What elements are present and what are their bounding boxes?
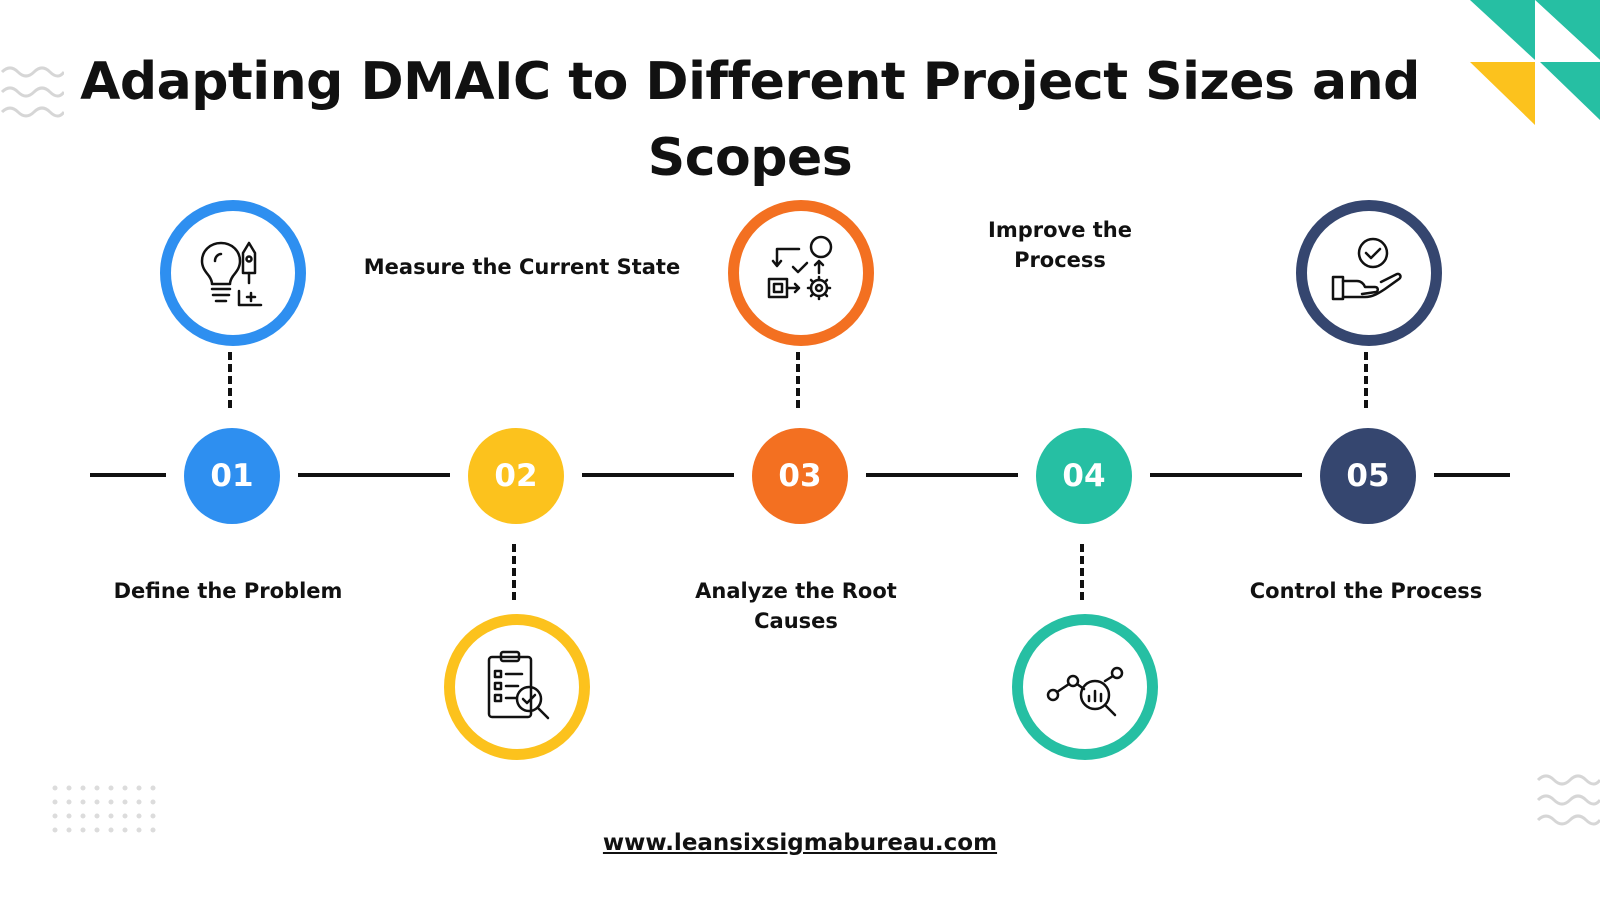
step-1-node: 01 bbox=[184, 428, 280, 524]
title-line-2: Scopes bbox=[647, 128, 853, 188]
timeline-line bbox=[298, 473, 450, 477]
step-1-label: Define the Problem bbox=[113, 579, 343, 603]
step-4-node: 04 bbox=[1036, 428, 1132, 524]
page-title: Adapting DMAIC to Different Project Size… bbox=[60, 44, 1440, 196]
connector-dashed bbox=[512, 544, 516, 600]
step-5-icon-ring bbox=[1296, 200, 1442, 346]
wave-decoration-top-left bbox=[0, 66, 64, 118]
clipboard-search-icon bbox=[487, 650, 550, 720]
step-3-icon-ring bbox=[728, 200, 874, 346]
timeline-line bbox=[866, 473, 1018, 477]
triangle-decoration-top-right bbox=[1470, 0, 1600, 125]
step-1-icon-ring bbox=[160, 200, 306, 346]
step-5-label: Control the Process bbox=[1249, 579, 1483, 603]
timeline-line bbox=[1150, 473, 1302, 477]
website-link[interactable]: www.leansixsigmabureau.com bbox=[602, 830, 998, 856]
dot-grid-decoration bbox=[52, 785, 156, 833]
analytics-magnifier-icon bbox=[1046, 666, 1124, 717]
wave-decoration-bottom-right bbox=[1536, 774, 1600, 826]
hand-check-icon bbox=[1331, 237, 1402, 301]
step-4-icon-ring bbox=[1012, 614, 1158, 760]
step-3-label: Analyze the Root Causes bbox=[695, 579, 897, 633]
step-2-icon-ring bbox=[444, 614, 590, 760]
connector-dashed bbox=[228, 352, 232, 408]
timeline-line bbox=[1434, 473, 1510, 477]
connector-dashed bbox=[1364, 352, 1368, 408]
step-2-label: Measure the Current State bbox=[363, 255, 681, 279]
process-flow-icon bbox=[767, 235, 833, 301]
timeline-line bbox=[582, 473, 734, 477]
title-line-1: Adapting DMAIC to Different Project Size… bbox=[80, 52, 1420, 112]
lightbulb-pen-icon bbox=[200, 241, 263, 307]
connector-dashed bbox=[796, 352, 800, 408]
timeline-line bbox=[90, 473, 166, 477]
step-2-node: 02 bbox=[468, 428, 564, 524]
step-3-node: 03 bbox=[752, 428, 848, 524]
connector-dashed bbox=[1080, 544, 1084, 600]
step-5-node: 05 bbox=[1320, 428, 1416, 524]
step-4-label: Improve the Process bbox=[988, 218, 1132, 272]
